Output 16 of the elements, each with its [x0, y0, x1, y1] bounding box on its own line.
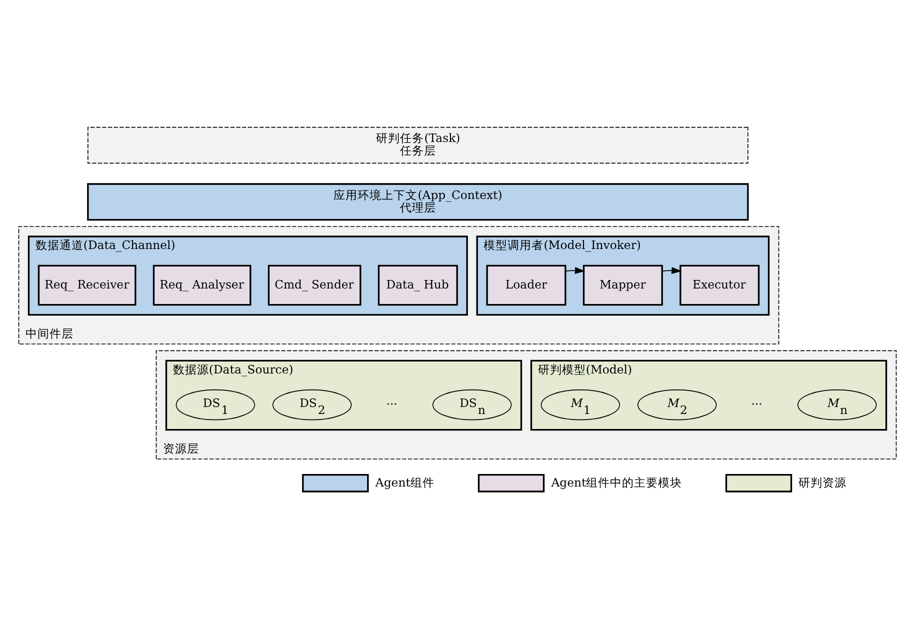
node-box: Req_ Receiver	[38, 264, 136, 306]
label: ···	[751, 396, 762, 410]
legend-label: Agent组件中的主要模块	[551, 474, 682, 489]
node-box: Req_ Analyser	[152, 264, 252, 306]
legend-label: 研判资源	[798, 474, 847, 489]
node-box: Loader	[486, 264, 566, 306]
node-box: Cmd_ Sender	[268, 264, 362, 306]
node-box: 应用环境上下文(App_Context) 代理层	[87, 182, 749, 220]
node-box: Mapper	[582, 264, 663, 306]
arrow	[565, 266, 585, 274]
arrow	[662, 266, 682, 274]
legend-label: Agent组件	[375, 474, 434, 489]
node-box: Executor	[680, 264, 760, 306]
node-box: Data_ Hub	[378, 264, 458, 306]
label: ···	[386, 396, 398, 410]
node-box: 研判任务(Task) 任务层	[88, 126, 748, 164]
